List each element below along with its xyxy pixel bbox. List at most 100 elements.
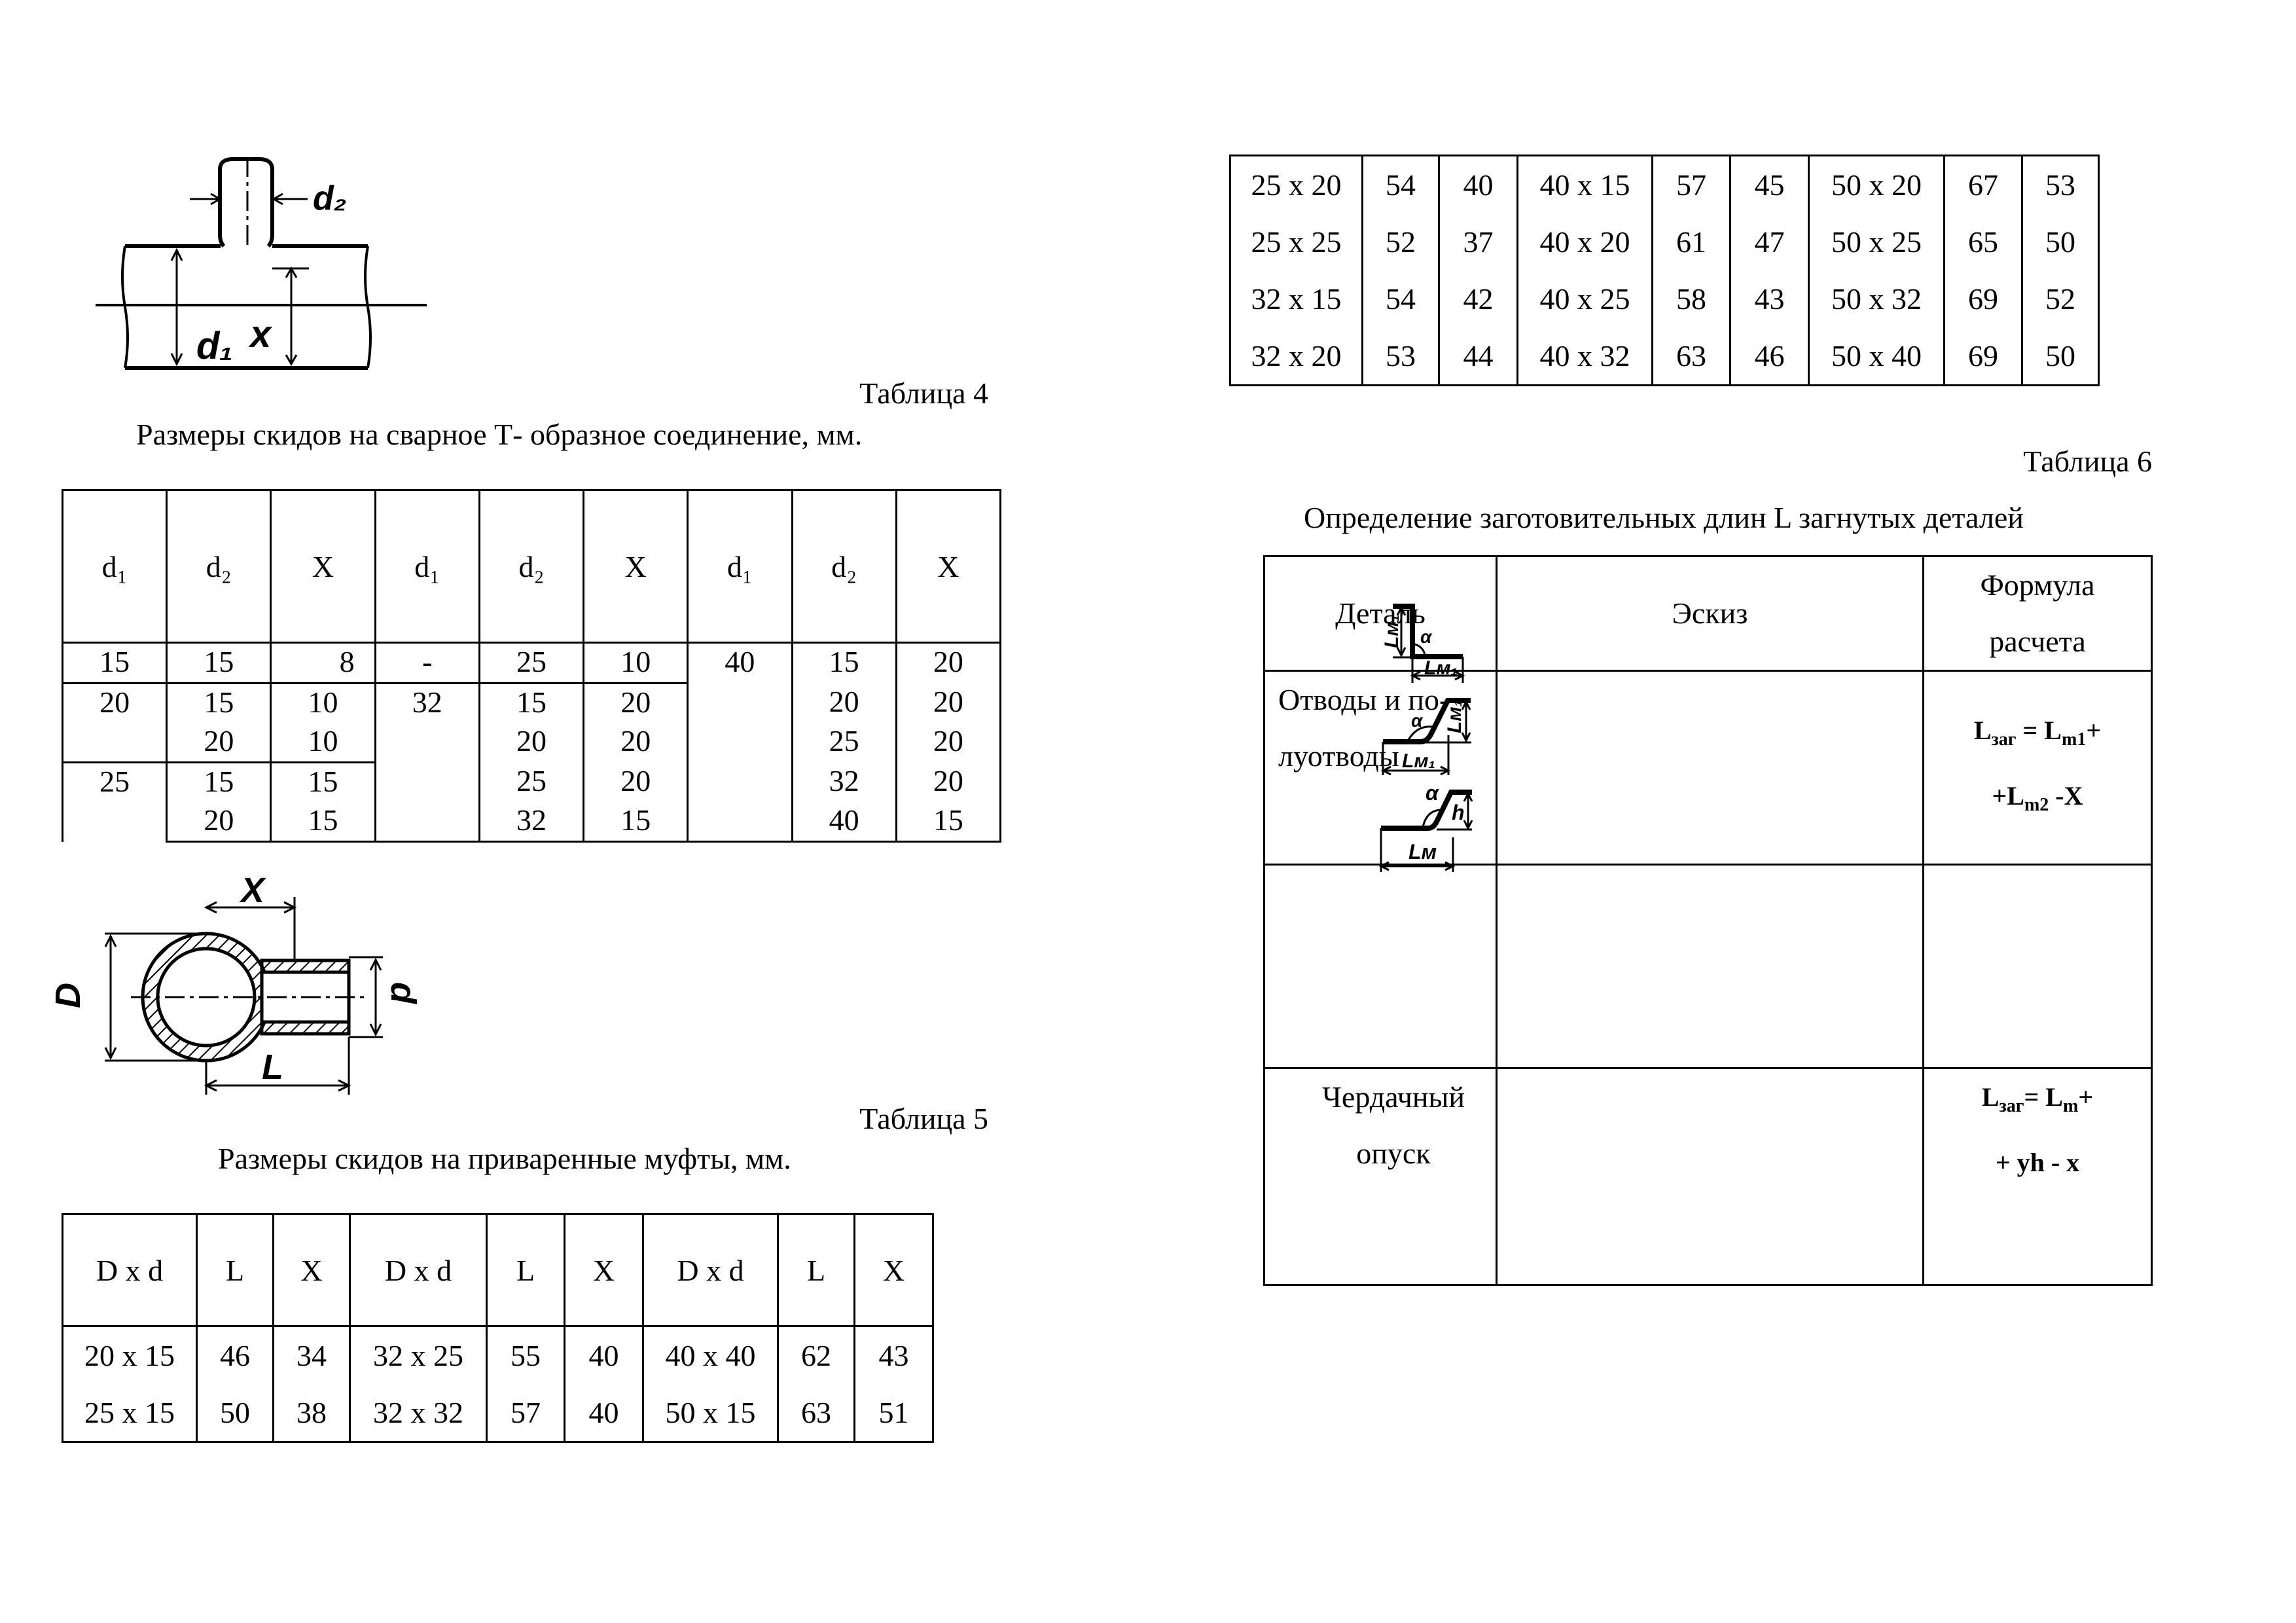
cell: 50 x 25 bbox=[1808, 213, 1945, 270]
cell: 20 bbox=[791, 683, 897, 723]
cell: 15 bbox=[478, 682, 585, 723]
cell: 40 bbox=[1438, 155, 1518, 213]
x-label: x bbox=[248, 313, 273, 356]
header-cell: D x d bbox=[349, 1213, 488, 1327]
cell: 61 bbox=[1651, 213, 1731, 270]
cell: 10 bbox=[270, 723, 376, 763]
t-joint-figure bbox=[96, 157, 427, 370]
detail-cell: Отводы и по-луотводы bbox=[1263, 670, 1498, 866]
cell: 50 bbox=[196, 1384, 274, 1443]
cell: 69 bbox=[1943, 270, 2023, 327]
table-header-row: Деталь Эскиз Формула расчета bbox=[1263, 555, 2153, 672]
cell: 63 bbox=[777, 1384, 855, 1443]
cell: 20 x 15 bbox=[62, 1326, 198, 1384]
cell: 32 bbox=[478, 802, 585, 843]
cell: 32 x 32 bbox=[349, 1384, 488, 1443]
formula: Lзаг = Lm1++Lm2 -X bbox=[1973, 715, 2102, 815]
cell: 62 bbox=[777, 1326, 855, 1384]
cell: 32 x 15 bbox=[1229, 270, 1363, 327]
table6-label: Таблица 6 bbox=[2023, 445, 2152, 478]
cell: 32 bbox=[791, 762, 897, 802]
cell: 46 bbox=[196, 1326, 274, 1384]
cell: 51 bbox=[853, 1384, 934, 1443]
table4-label: Таблица 4 bbox=[859, 376, 988, 410]
cell: 52 bbox=[2021, 270, 2100, 327]
header-formula-line1: Формула bbox=[1980, 568, 2095, 602]
header-cell: d₂ bbox=[791, 489, 897, 644]
cell: 15 bbox=[895, 802, 1002, 843]
cell: 40 x 40 bbox=[642, 1326, 779, 1384]
cell: 20 bbox=[583, 682, 689, 723]
cell: 67 bbox=[1943, 155, 2023, 213]
header-cell: X bbox=[583, 489, 689, 644]
D-label: D bbox=[48, 983, 88, 1008]
detail-text: Отводы и по- bbox=[1278, 683, 1450, 716]
table6-caption: Определение заготовительных длин L загну… bbox=[1304, 501, 2024, 534]
cell: 15 bbox=[166, 642, 272, 684]
cell: 25 bbox=[61, 761, 168, 842]
cell: 54 bbox=[1361, 270, 1440, 327]
cell: 53 bbox=[2021, 155, 2100, 213]
cell: 8 bbox=[270, 642, 376, 684]
cell: 20 bbox=[166, 802, 272, 843]
formula-cell: Lзаг = Lm1++Lm2 -X bbox=[1922, 670, 2153, 866]
cell: 32 bbox=[374, 682, 480, 843]
d-label: d bbox=[384, 982, 423, 1004]
cell: 57 bbox=[1651, 155, 1731, 213]
table-row: Отводы и по-луотводы Lзаг = Lm1++Lm2 -X bbox=[1263, 670, 2153, 866]
cell: 20 bbox=[166, 723, 272, 763]
cell: 15 bbox=[583, 802, 689, 843]
header-detail: Деталь bbox=[1263, 555, 1498, 672]
coupling-figure bbox=[104, 897, 383, 1095]
cell: 50 bbox=[2021, 213, 2100, 270]
table4: d₁ d₂ X d₁ d₂ X d₁ d₂ X 15 15 8 - 25 10 … bbox=[61, 489, 1002, 843]
sketch-cell bbox=[1496, 864, 1924, 1069]
cell: 32 x 25 bbox=[349, 1326, 488, 1384]
table-row: 15 15 8 - 25 10 40 15 20 bbox=[61, 642, 1002, 843]
formula: Lзаг= Lm++ yh - x bbox=[1981, 1082, 2094, 1177]
cell: 15 bbox=[166, 682, 272, 723]
cell: 32 x 20 bbox=[1229, 327, 1363, 386]
cell: 40 bbox=[564, 1384, 644, 1443]
cell: 20 bbox=[895, 723, 1002, 763]
d1-label: d₁ bbox=[196, 325, 233, 367]
header-sketch: Эскиз bbox=[1496, 555, 1924, 672]
cell: 40 bbox=[564, 1326, 644, 1384]
cell: 25 bbox=[791, 723, 897, 763]
formula-cell bbox=[1922, 864, 2153, 1069]
cell: 37 bbox=[1438, 213, 1518, 270]
d2-label: d₂ bbox=[313, 179, 347, 217]
detail-text: Чердачный bbox=[1322, 1080, 1465, 1114]
cell: 44 bbox=[1438, 327, 1518, 386]
table-row: 20 10 20 20 25 20 bbox=[63, 723, 1002, 763]
cell: 20 bbox=[895, 642, 1002, 684]
cell: 45 bbox=[1729, 155, 1810, 213]
formula-cell: Lзаг= Lm++ yh - x bbox=[1922, 1067, 2153, 1286]
header-cell: D x d bbox=[62, 1213, 198, 1327]
detail-text: луотводы bbox=[1278, 739, 1399, 773]
cell: 50 x 15 bbox=[642, 1384, 779, 1443]
header-cell: L bbox=[196, 1213, 274, 1327]
cell: 40 x 32 bbox=[1516, 327, 1653, 386]
table-row: 20 15 32 15 40 15 bbox=[63, 802, 1002, 843]
detail-cell bbox=[1263, 864, 1498, 1069]
X-label: X bbox=[239, 871, 266, 910]
cell: 15 bbox=[270, 761, 376, 802]
header-cell: X bbox=[895, 489, 1002, 644]
cell: 50 x 20 bbox=[1808, 155, 1945, 213]
sketch-cell bbox=[1496, 670, 1924, 866]
cell: 40 bbox=[791, 802, 897, 843]
cell: 20 bbox=[61, 682, 168, 763]
cell: 20 bbox=[895, 683, 1002, 723]
header-formula-line2: расчета bbox=[1989, 625, 2086, 658]
header-cell: X bbox=[853, 1213, 934, 1327]
table-row: 20 15 10 32 15 20 20 20 bbox=[61, 682, 1002, 843]
